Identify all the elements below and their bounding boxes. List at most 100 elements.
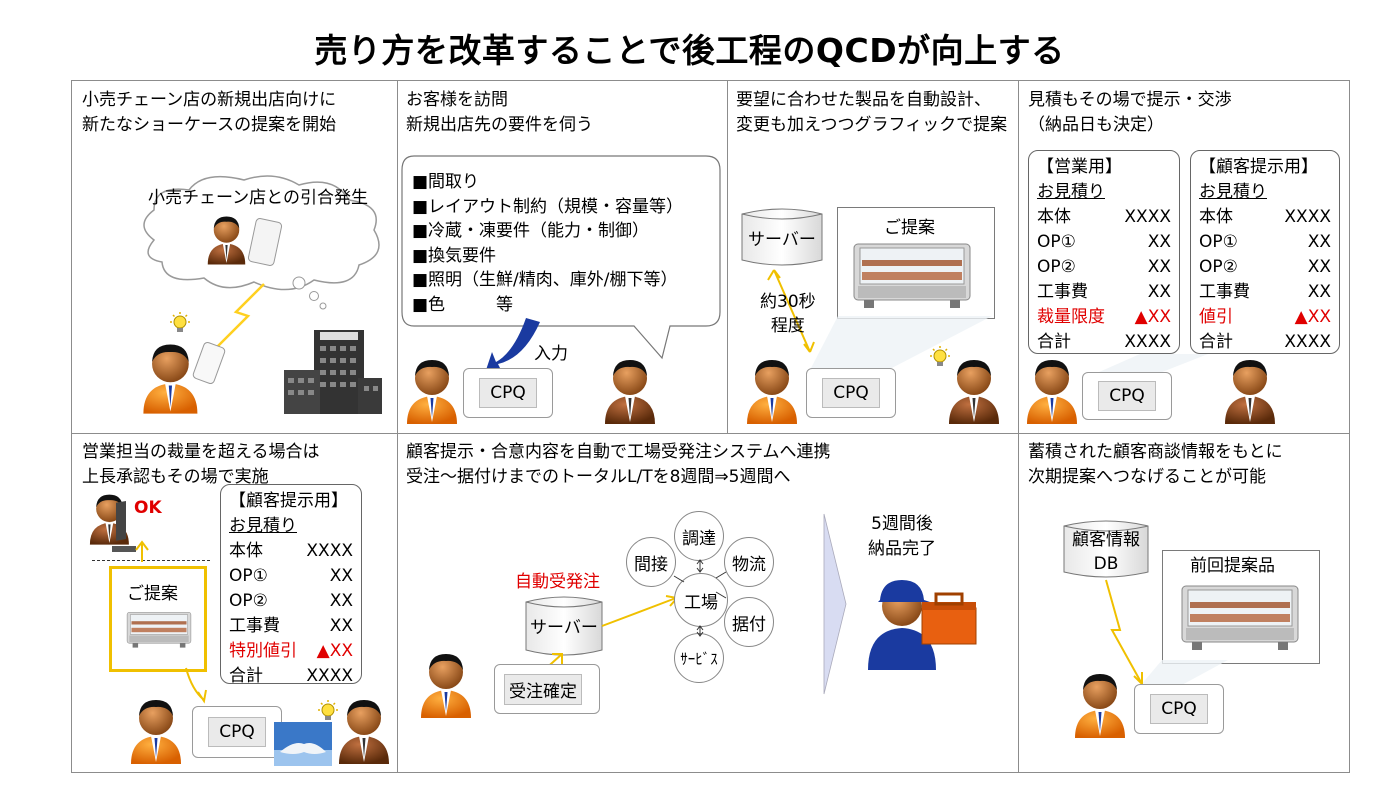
proposal-label: ご提案	[884, 218, 935, 238]
delivery-label: 5週間後 納品完了	[868, 514, 936, 559]
factory-node: 工場	[674, 573, 728, 627]
requirement-item: ■間取り	[412, 172, 480, 192]
showcase-image	[1181, 585, 1299, 651]
quote-head: 【顧客提示用】	[229, 491, 348, 511]
cloud-text: 小売チェーン店との引合発生	[148, 188, 368, 208]
customer-icon	[949, 360, 999, 424]
flow-arrow-icon	[185, 667, 207, 704]
cpq-button[interactable]: CPQ	[463, 368, 553, 418]
panel1-caption: 小売チェーン店の新規出店向けに 新たなショーケースの提案を開始	[82, 90, 337, 135]
requirement-item: ■換気要件	[412, 245, 497, 266]
salesperson-icon	[747, 360, 797, 424]
proposal-label: ご提案	[127, 584, 178, 604]
previous-proposal-label: 前回提案品	[1190, 556, 1275, 576]
manager-computer-icon	[89, 494, 136, 552]
panel3-caption: 要望に合わせた製品を自動設計、 変更も加えつつグラフィックで提案	[736, 90, 1008, 135]
quote-row-discount: 値引▲XX	[1199, 307, 1331, 327]
requirement-item: ■レイアウト制約（規模・容量等）	[412, 196, 684, 217]
panel7-caption: 蓄積された顧客商談情報をもとに 次期提案へつなげることが可能	[1028, 442, 1283, 487]
quote-row-discount: 特別値引▲XX	[229, 641, 353, 661]
office-building-icon	[284, 330, 382, 414]
screen-beam-shape	[1140, 660, 1228, 686]
divider	[1018, 81, 1019, 772]
panel2-caption: お客様を訪問 新規出店先の要件を伺う	[406, 90, 593, 135]
quote-head: 【顧客提示用】	[1199, 157, 1318, 177]
installation-node: 据付	[724, 597, 774, 647]
requirements-bubble-shape	[401, 155, 721, 360]
customer-phone-icon	[207, 216, 283, 266]
approval-arrow-icon	[135, 540, 149, 562]
showcase-image	[853, 243, 971, 309]
divider	[727, 81, 728, 433]
quote-head: 【営業用】	[1037, 157, 1122, 177]
customer-icon	[605, 360, 655, 424]
quote-sub: お見積り	[229, 516, 297, 536]
cpq-label: CPQ	[1150, 694, 1208, 724]
salesperson-icon	[407, 360, 457, 424]
cpq-button[interactable]: CPQ	[1134, 684, 1224, 734]
order-confirm-label: 受注確定	[504, 674, 582, 705]
cpq-button[interactable]: CPQ	[1082, 372, 1172, 420]
salesperson-icon	[1075, 674, 1125, 738]
customer-icon	[339, 700, 389, 764]
quote-row-discount: 裁量限度▲XX	[1037, 307, 1171, 327]
requirement-item: ■冷蔵・凍要件（能力・制御）	[412, 221, 650, 241]
salesperson-phone-icon	[143, 342, 226, 414]
installer-toolbox-icon	[868, 580, 977, 670]
salesperson-icon	[1027, 360, 1077, 424]
requirements-list: ■間取り ■レイアウト制約（規模・容量等） ■冷蔵・凍要件（能力・制御） ■換気…	[412, 170, 683, 317]
panel5-caption: 営業担当の裁量を超える場合は 上長承認もその場で実施	[82, 442, 320, 487]
approval-line	[92, 560, 210, 561]
cpq-button[interactable]: CPQ	[192, 706, 282, 758]
lightning-icon	[213, 283, 265, 351]
salesperson-icon	[421, 654, 471, 718]
cpq-label: CPQ	[1098, 381, 1156, 411]
panel-grid	[71, 80, 1350, 773]
node-arrows-icon	[673, 559, 727, 637]
salesperson-icon	[131, 700, 181, 764]
server-label: サーバー	[748, 230, 816, 250]
ok-label: OK	[134, 498, 162, 518]
time-label: 約30秒 程度	[760, 292, 816, 336]
sync-arrow-icon	[767, 269, 815, 353]
auto-order-label: 自動受発注	[515, 572, 600, 592]
divider	[397, 433, 398, 772]
cpq-label: CPQ	[479, 378, 537, 408]
server-label: サーバー	[530, 618, 598, 638]
screen-beam-shape	[810, 316, 992, 370]
db-label: 顧客情報 DB	[1072, 530, 1140, 574]
divider	[397, 81, 398, 433]
cpq-label: CPQ	[208, 717, 266, 747]
cpq-button[interactable]: CPQ	[806, 368, 896, 418]
quote-sub: お見積り	[1037, 182, 1105, 202]
cpq-label: CPQ	[822, 378, 880, 408]
indirect-node: 間接	[626, 537, 676, 587]
screen-beam-shape	[1090, 354, 1208, 376]
logistics-node: 物流	[724, 537, 774, 587]
requirement-item: ■色 等	[412, 294, 514, 315]
panel4-caption: 見積もその場で提示・交渉 （納品日も決定）	[1028, 90, 1232, 135]
server-cylinder-shape	[525, 596, 603, 656]
quote-sub: お見積り	[1199, 182, 1267, 202]
big-arrow-shape	[823, 513, 847, 695]
panel6-caption: 顧客提示・合意内容を自動で工場受発注システムへ連携 受注～据付けまでのトータルL…	[406, 442, 831, 487]
divider	[72, 433, 1349, 434]
